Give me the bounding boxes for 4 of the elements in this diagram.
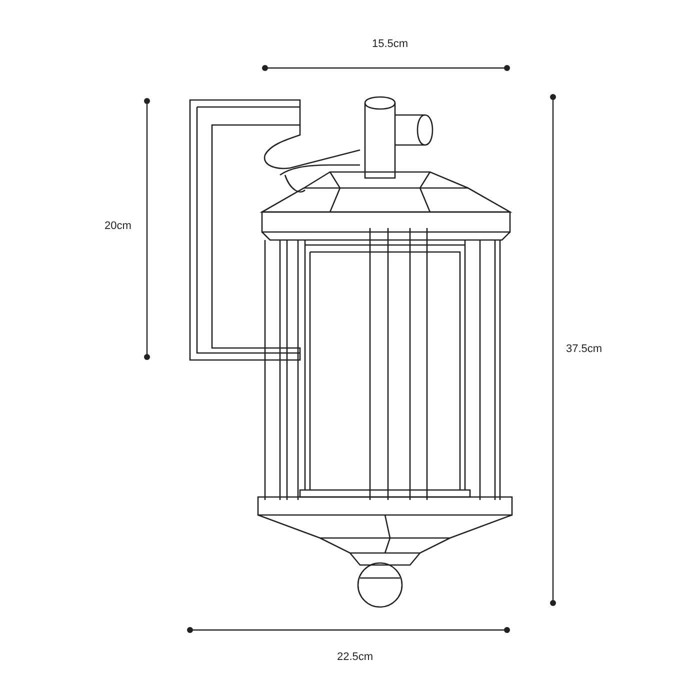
dimension-label: 22.5cm bbox=[336, 651, 374, 663]
dimension-label: 20cm bbox=[104, 220, 132, 232]
dimension-label: 37.5cm bbox=[566, 343, 602, 355]
dimension-label: 15.5cm bbox=[372, 38, 408, 50]
